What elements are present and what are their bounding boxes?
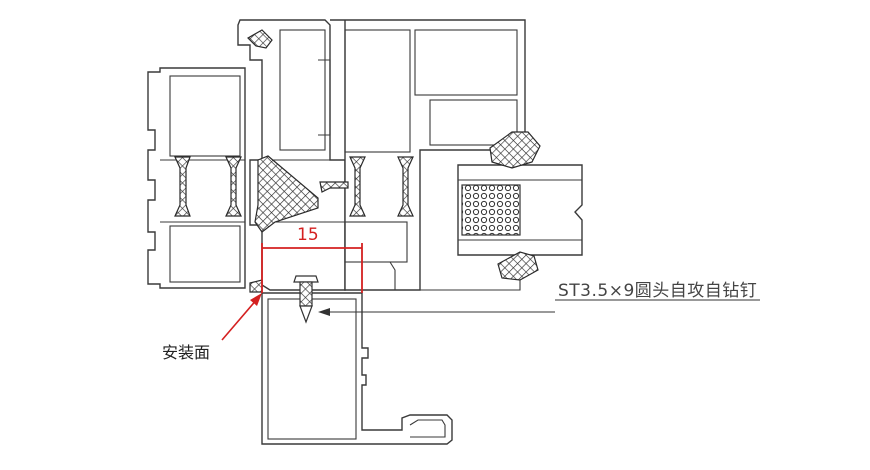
screw-leader — [318, 299, 760, 316]
dimension-value: 15 — [297, 225, 319, 245]
left-sash-profile — [147, 67, 246, 289]
thermal-break-strips — [174, 29, 414, 293]
glass-unit — [457, 131, 583, 281]
screw-label: ST3.5×9圆头自攻自钻钉 — [558, 281, 757, 301]
right-frame-profile — [318, 19, 526, 291]
bottom-subframe-profile — [261, 292, 453, 445]
mounting-face-arrow — [221, 293, 262, 341]
mounting-face-label: 安装面 — [162, 343, 210, 362]
dimension-marker — [261, 243, 363, 293]
screw-icon — [293, 275, 319, 324]
